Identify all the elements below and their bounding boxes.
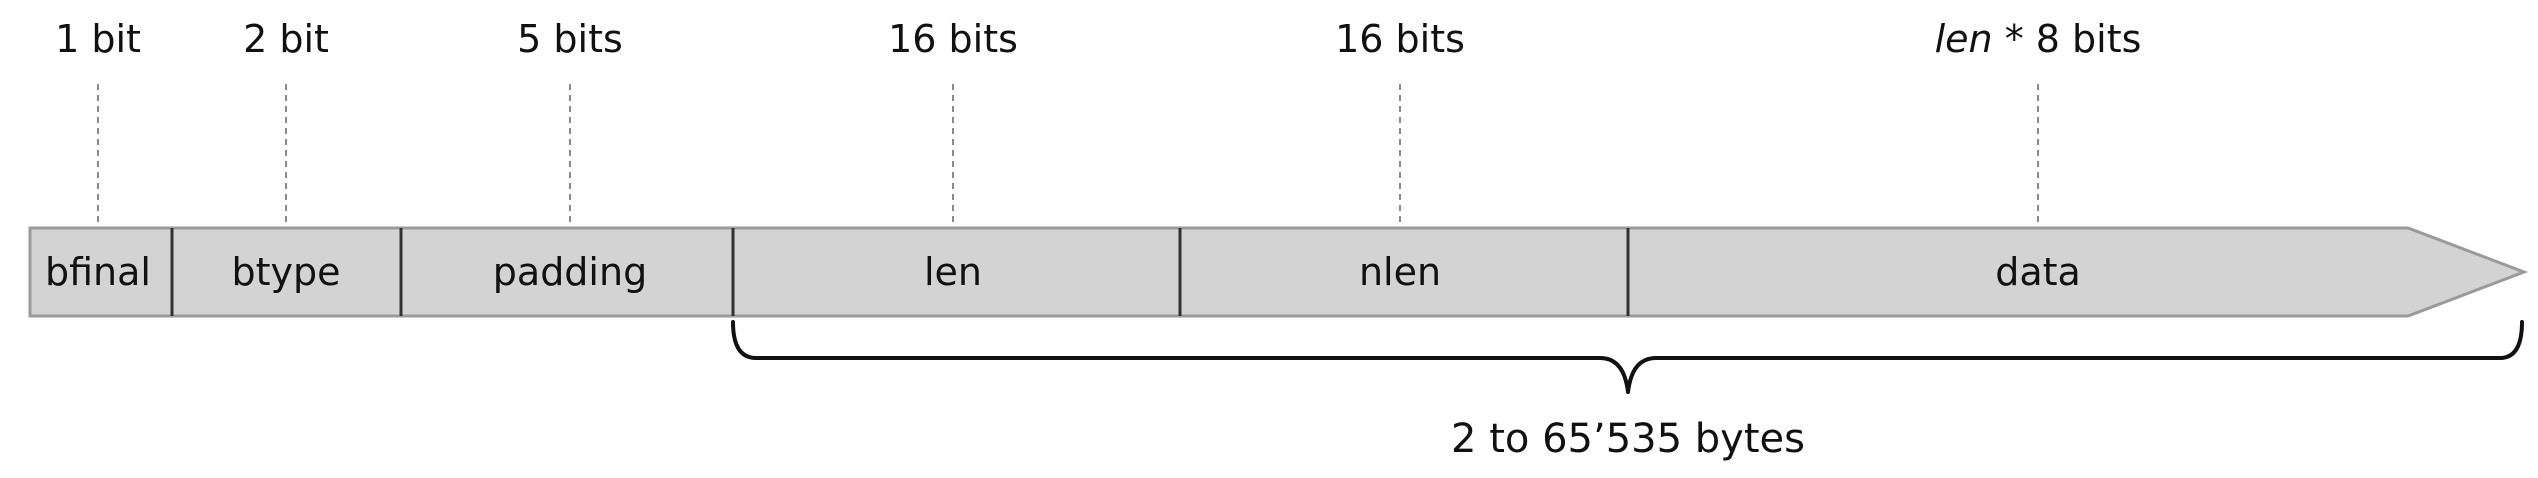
field-label-padding: padding [493, 250, 647, 294]
block-arrow [28, 226, 2529, 318]
field-label-btype: btype [231, 250, 340, 294]
size-label-data-len: len [1935, 17, 1993, 61]
size-label-bfinal: 1 bit [55, 17, 141, 61]
size-label-data-rest: * 8 bits [1993, 17, 2142, 61]
size-label-data: len * 8 bits [1935, 17, 2142, 61]
range-label: 2 to 65’535 bytes [1451, 416, 1805, 462]
field-label-nlen: nlen [1359, 250, 1441, 294]
size-label-len: 16 bits [888, 17, 1018, 61]
size-label-nlen: 16 bits [1335, 17, 1465, 61]
field-label-len: len [924, 250, 982, 294]
field-label-bfinal: bfinal [45, 250, 151, 294]
size-label-btype: 2 bit [243, 17, 329, 61]
size-label-padding: 5 bits [517, 17, 623, 61]
range-brace [731, 320, 2524, 394]
field-label-data: data [1995, 250, 2081, 294]
